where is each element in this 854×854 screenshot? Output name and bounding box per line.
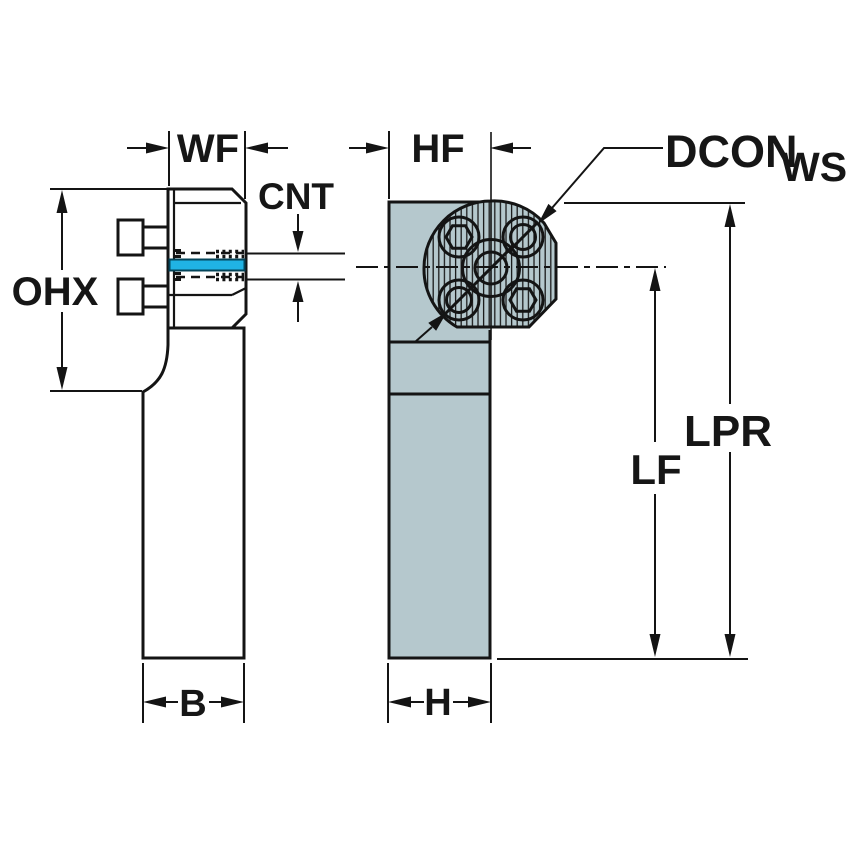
- side-screw-lower: [116, 277, 170, 316]
- seat-highlight-band: [168, 258, 246, 272]
- side-screw-upper: [116, 218, 170, 257]
- side-shank: [141, 326, 246, 660]
- screw-shaft: [141, 225, 170, 250]
- dimension-wf: WF: [127, 127, 288, 199]
- dimension-cnt: CNT: [246, 176, 345, 322]
- arrowhead: [245, 142, 268, 154]
- hex-socket-top-left: [444, 224, 474, 250]
- dimension-hf: HF: [349, 127, 531, 199]
- coupling-head-outline: [422, 199, 558, 329]
- arrowhead: [724, 634, 736, 657]
- dimension-lpr: LPR: [564, 202, 772, 657]
- thread-tick: [174, 272, 181, 275]
- leader-line: [551, 147, 663, 209]
- screw-bottom-left: [437, 278, 481, 322]
- arrowhead: [143, 696, 166, 708]
- arrowhead: [468, 696, 491, 708]
- dimension-label-ohx: OHX: [12, 270, 99, 314]
- side-head-chamfer-diag: [231, 287, 247, 296]
- arrowhead: [428, 312, 447, 331]
- arrowhead: [292, 281, 304, 302]
- dimension-label-hf: HF: [411, 127, 464, 171]
- dimension-label-h: H: [424, 682, 451, 724]
- slot-top-right: [507, 221, 539, 253]
- arrowhead: [649, 634, 661, 657]
- screw-top-left: [437, 215, 481, 259]
- dimension-dcon: DCON: [538, 126, 798, 224]
- screw-bottom-right: [501, 278, 545, 322]
- arrowhead: [649, 268, 661, 291]
- dimension-label-cnt: CNT: [258, 176, 334, 217]
- dimension-label-dcon: DCON: [665, 126, 798, 177]
- arrowhead: [388, 696, 411, 708]
- thread-tick: [174, 278, 181, 281]
- front-view: [356, 132, 666, 660]
- side-head: [166, 187, 248, 330]
- arrowhead: [56, 190, 68, 213]
- dimension-label-b: B: [179, 683, 206, 725]
- arrowhead: [490, 142, 513, 154]
- dimension-h: H: [387, 663, 492, 724]
- thread-marks: [174, 249, 244, 282]
- arrowhead: [724, 204, 736, 227]
- arrowhead: [56, 367, 68, 390]
- side-view: [116, 187, 248, 660]
- thread-tick: [174, 255, 181, 258]
- dimension-b: B: [142, 663, 245, 725]
- screw-shaft: [141, 284, 170, 309]
- hex-socket-bottom-right: [508, 287, 538, 313]
- arrowhead: [221, 696, 244, 708]
- thread-tick: [174, 249, 181, 252]
- slot-screw-top-right: [509, 223, 537, 251]
- leader-line: [414, 326, 433, 343]
- dimension-ohx: OHX: [12, 188, 167, 392]
- coupling-serrations: [423, 200, 556, 327]
- dimension-ws: WS: [414, 144, 847, 343]
- screw-head: [116, 218, 145, 257]
- dimension-label-lf: LF: [630, 446, 681, 493]
- arrowhead: [146, 142, 169, 154]
- arrowhead: [366, 142, 389, 154]
- screw-top-right: [501, 215, 545, 259]
- dimension-label-lpr: LPR: [684, 407, 772, 456]
- dimension-label-ws: WS: [781, 144, 847, 190]
- screw-head: [116, 277, 145, 316]
- arrowhead: [292, 231, 304, 252]
- slot-screw-bottom-left: [445, 286, 473, 314]
- slot-bottom-left: [443, 284, 475, 316]
- arrowhead: [538, 203, 557, 224]
- dimension-lf: LF: [497, 268, 748, 660]
- dimension-label-wf: WF: [177, 127, 239, 171]
